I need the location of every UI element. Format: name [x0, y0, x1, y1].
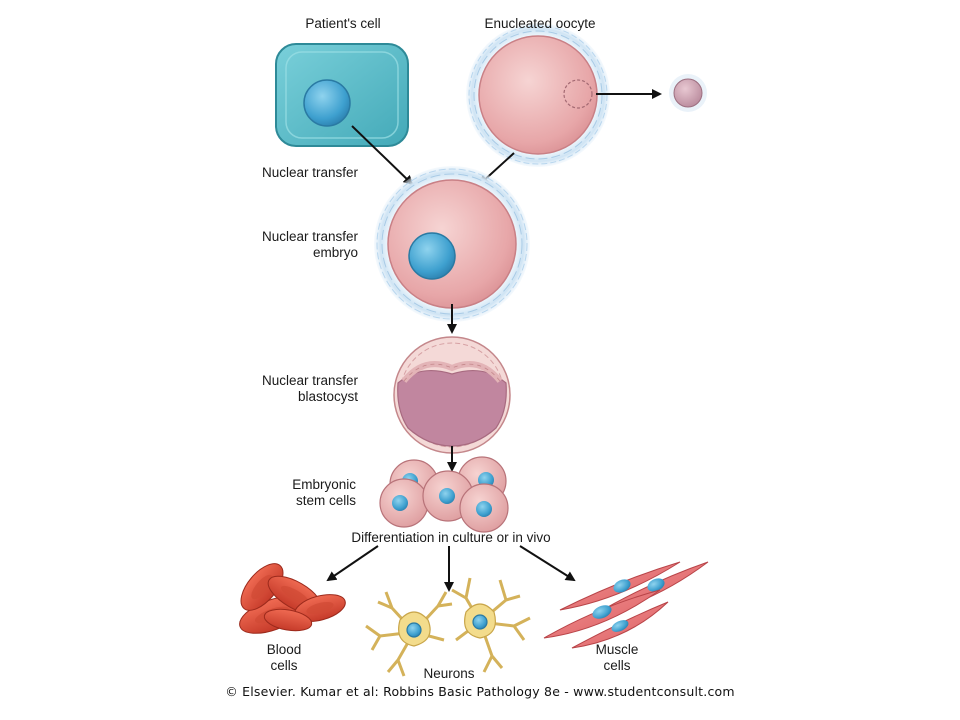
muscle-cells — [543, 561, 709, 649]
arrow-patient-to-embryo — [351, 125, 414, 186]
neurons — [365, 577, 531, 677]
patient-cell — [275, 43, 409, 147]
es-cell — [379, 478, 429, 528]
neurons-label: Neurons — [423, 666, 475, 681]
enucleated-oocyte-label: Enucleated oocyte — [484, 16, 596, 31]
nuclear-transfer-label: Nuclear transfer — [262, 165, 359, 180]
arrow-to-blood — [326, 545, 379, 582]
copyright-credit: © Elsevier. Kumar et al: Robbins Basic P… — [225, 684, 735, 699]
extracted-nucleus — [669, 74, 707, 112]
patient-cell-label: Patient's cell — [305, 16, 381, 31]
embryo-nucleus — [408, 232, 456, 280]
nuclear-transfer-blastocyst — [393, 336, 511, 454]
patient-nucleus — [303, 79, 351, 127]
blood-cells — [239, 563, 346, 634]
nuclear-transfer-embryo — [374, 166, 530, 322]
removed-nucleus-outline — [563, 79, 593, 109]
es-cell — [459, 483, 509, 533]
arrow-to-muscle — [519, 545, 576, 582]
muscle-fiber — [559, 561, 681, 611]
embryonic-stem-cells — [379, 456, 509, 533]
muscle-fiber — [543, 589, 661, 639]
differentiation-label: Differentiation in culture or in vivo — [351, 530, 551, 545]
muscle-fiber — [571, 601, 669, 649]
enucleated-oocyte — [466, 23, 610, 167]
